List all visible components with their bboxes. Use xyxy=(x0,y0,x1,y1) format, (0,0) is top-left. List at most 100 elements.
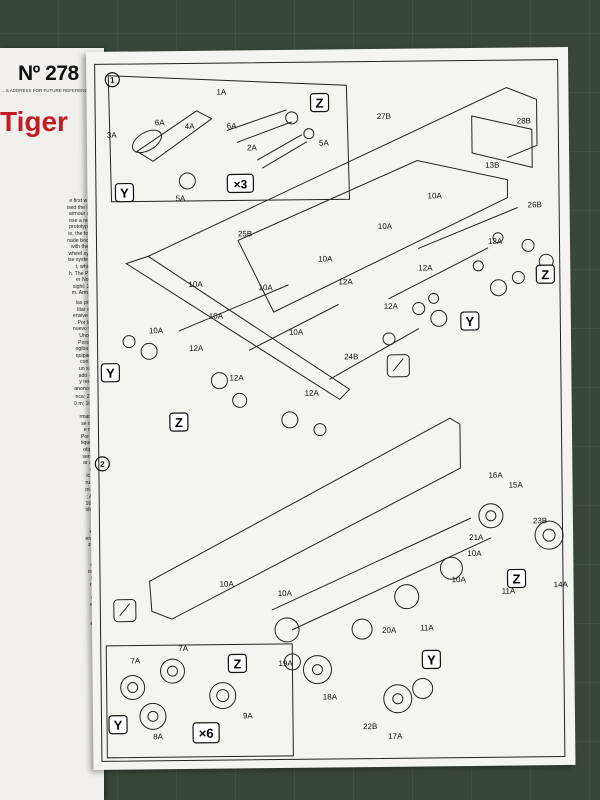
part-number-label: 12A xyxy=(488,237,503,246)
part-number-label: 24B xyxy=(344,352,358,361)
text-line: tique para xyxy=(80,440,104,447)
step-number-1: 1 xyxy=(104,72,120,88)
svg-text:2: 2 xyxy=(100,460,105,469)
part-number-label: 3A xyxy=(107,131,118,140)
part-number-label: 5A xyxy=(175,194,186,203)
text-line: nade body chun xyxy=(67,237,104,244)
step2-tool-icon xyxy=(113,599,137,623)
part-number-label: 19A xyxy=(278,659,293,668)
text-line: Por isso a xyxy=(80,433,104,440)
part-number-label: 12A xyxy=(305,389,320,398)
part-number-label: 10A xyxy=(149,326,164,335)
part-number-label: 22B xyxy=(363,722,377,731)
view-label-box: Y xyxy=(114,182,135,203)
part-number-label: 10A xyxy=(451,575,466,584)
text-line: 160 xyxy=(0,651,104,658)
part-number-label: 10A xyxy=(258,283,273,292)
rear-plate xyxy=(471,115,533,168)
text-line: e no que xyxy=(83,427,104,434)
part-number-label: 13B xyxy=(485,161,499,170)
part-number-label: 7A xyxy=(178,644,189,653)
part-number-label: 7A xyxy=(130,656,141,665)
text-line: neues xyxy=(0,582,104,589)
text-line: ise system. The xyxy=(67,257,104,264)
part-number-label: 6A xyxy=(227,121,238,130)
part-number-label: 17A xyxy=(388,732,403,741)
text-line: ide 7,92 xyxy=(0,507,104,514)
text-line: de um xyxy=(0,467,104,474)
part-number-label: 10A xyxy=(318,254,333,263)
part-number-label: 1A xyxy=(216,88,227,97)
text-line: 211) xyxy=(0,628,104,635)
text-line: zerung xyxy=(0,542,104,549)
part-number-label: 10A xyxy=(427,191,442,200)
german-text-column: ersteneralstabzerungm dieab zuer deron, … xyxy=(0,529,104,635)
svg-text:Z: Z xyxy=(233,656,241,671)
text-line: sich xyxy=(0,588,104,595)
svg-text:Z: Z xyxy=(175,415,183,430)
part-number-label: 10A xyxy=(220,579,235,588)
part-number-label: 12A xyxy=(189,344,204,353)
step-number-2: 2 xyxy=(94,456,110,472)
text-line: ose a new type xyxy=(69,217,104,224)
text-line: y recibió el xyxy=(79,379,104,386)
text-line: er der xyxy=(0,562,104,569)
svg-text:Y: Y xyxy=(114,718,123,733)
text-line: m die xyxy=(0,549,104,556)
text-line: einele xyxy=(0,602,104,609)
text-line: 0 m; 160 km; xyxy=(74,400,104,407)
step1-tool-icon xyxy=(386,354,410,378)
part-number-label: 12A xyxy=(229,373,244,382)
part-number-label: 12A xyxy=(418,263,433,272)
step1-inset-box xyxy=(107,75,351,203)
svg-text:1: 1 xyxy=(110,76,115,85)
text-line: nca: 2,80 m; xyxy=(75,394,104,400)
part-number-label: 8A xyxy=(153,732,164,741)
text-line: ised the limits of xyxy=(66,204,104,211)
text-line: achel xyxy=(0,615,104,622)
part-number-label: 10A xyxy=(188,280,203,289)
part-number-label: 23B xyxy=(533,516,547,525)
svg-text:Z: Z xyxy=(541,267,549,282)
portuguese-text-column: rmanas dase de quee no quePor isso atiqu… xyxy=(0,414,104,493)
part-number-label: 6A xyxy=(155,118,166,127)
part-number-label: 10A xyxy=(467,549,482,558)
part-number-label: 27B xyxy=(377,112,391,121)
part-number-label: 12A xyxy=(384,302,399,311)
svg-text:Y: Y xyxy=(427,652,436,667)
part-number-label: 5A xyxy=(319,138,330,147)
view-label-box: Z xyxy=(169,412,189,432)
part-number-label: 28B xyxy=(517,116,531,125)
issue-note: ...S ADDRESS FOR FUTURE REFERENCES xyxy=(2,88,94,93)
text-line: 160 km; xyxy=(0,501,104,508)
part-number-label: 11A xyxy=(502,587,516,596)
part-number-label: 10A xyxy=(209,312,224,321)
text-line: otipos foi xyxy=(0,447,104,454)
text-line: m-se no xyxy=(0,487,104,494)
text-line: h. The Porsche xyxy=(68,270,104,277)
svg-text:Z: Z xyxy=(512,571,520,586)
view-label-box: Y xyxy=(100,363,121,383)
text-line: 0 m; xyxy=(0,644,104,651)
page-title: Tiger xyxy=(0,106,68,137)
text-line: nders xyxy=(0,595,104,602)
quantity-label: ×3 xyxy=(226,173,255,194)
text-line: wheel systems, xyxy=(68,250,104,257)
text-line: eralstab xyxy=(0,536,104,543)
quantity-label: ×6 xyxy=(192,722,220,744)
text-line: rmanas da xyxy=(79,414,104,420)
text-line: ar a torre xyxy=(82,460,104,467)
part-number-label: 20A xyxy=(382,626,397,635)
text-line: senhador xyxy=(0,454,104,461)
instruction-page: 1 2 Z Y ×3 Z xyxy=(86,46,576,770)
text-line: prototypes was xyxy=(69,224,104,231)
view-label-box: Y xyxy=(108,715,128,735)
part-number-label: 18A xyxy=(323,692,338,701)
text-line: se de que xyxy=(81,420,104,427)
text-line: n, der xyxy=(0,575,104,582)
svg-text:Z: Z xyxy=(315,96,323,111)
text-line: e. Die xyxy=(0,621,104,628)
text-line: ruição e xyxy=(0,480,104,487)
part-number-label: 4A xyxy=(185,122,196,131)
svg-text:Y: Y xyxy=(465,314,474,329)
